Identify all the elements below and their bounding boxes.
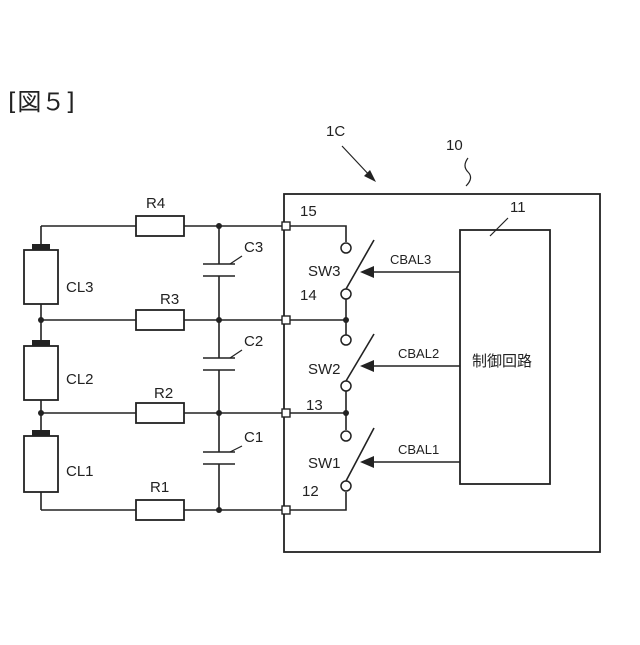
terminal-14-label: 14	[300, 287, 317, 304]
capacitor-c2	[203, 358, 235, 370]
capacitor-c3-leader	[230, 256, 242, 264]
terminal-15	[282, 222, 290, 230]
cell-cl1	[24, 436, 58, 492]
cell-cl2-label: CL2	[66, 371, 94, 388]
sw3-contact-top	[341, 243, 351, 253]
cap-node-13	[216, 410, 222, 416]
signal-cbal2-label: CBAL2	[398, 346, 439, 361]
resistor-r3	[136, 310, 184, 330]
capacitor-c1-leader	[230, 446, 242, 452]
resistor-r4	[136, 216, 184, 236]
terminal-13	[282, 409, 290, 417]
sw2-contact-bottom	[341, 381, 351, 391]
sw2-contact-top	[341, 335, 351, 345]
resistor-r3-label: R3	[160, 291, 179, 308]
cap-node-top	[216, 223, 222, 229]
resistor-r4-label: R4	[146, 195, 165, 212]
resistor-r1	[136, 500, 184, 520]
signal-cbal3-label: CBAL3	[390, 252, 431, 267]
terminal-13-label: 13	[306, 397, 323, 414]
switch-sw3-label: SW3	[308, 263, 341, 280]
cap-node-14	[216, 317, 222, 323]
cap-node-12	[216, 507, 222, 513]
capacitor-c1	[203, 452, 235, 464]
resistor-r2-label: R2	[154, 385, 173, 402]
cell-cl3	[24, 250, 58, 304]
control-circuit-name: 制御回路	[472, 352, 532, 370]
capacitor-c3	[203, 264, 235, 276]
resistor-r2	[136, 403, 184, 423]
signal-cbal1-label: CBAL1	[398, 442, 439, 457]
sw1-contact-top	[341, 431, 351, 441]
device-ref-leader	[465, 158, 471, 186]
capacitor-c1-label: C1	[244, 429, 263, 446]
cell-cl1-label: CL1	[66, 463, 94, 480]
cell-cl2	[24, 346, 58, 400]
terminal-12	[282, 506, 290, 514]
capacitor-c2-label: C2	[244, 333, 263, 350]
sw3-contact-bottom	[341, 289, 351, 299]
device-ref-label: 10	[446, 137, 463, 154]
switch-sw1-label: SW1	[308, 455, 341, 472]
figure-label: [図５]	[8, 88, 75, 116]
terminal-12-label: 12	[302, 483, 319, 500]
terminal-15-label: 15	[300, 203, 317, 220]
cell-cl3-label: CL3	[66, 279, 94, 296]
switch-sw2-label: SW2	[308, 361, 341, 378]
control-circuit-ref: 11	[510, 199, 526, 216]
node-sw-13	[343, 410, 349, 416]
node-sw-14	[343, 317, 349, 323]
sw1-contact-bottom	[341, 481, 351, 491]
capacitor-c2-leader	[230, 350, 242, 358]
capacitor-c3-label: C3	[244, 239, 263, 256]
terminal-14	[282, 316, 290, 324]
resistor-r1-label: R1	[150, 479, 169, 496]
module-label: 1C	[326, 123, 345, 140]
